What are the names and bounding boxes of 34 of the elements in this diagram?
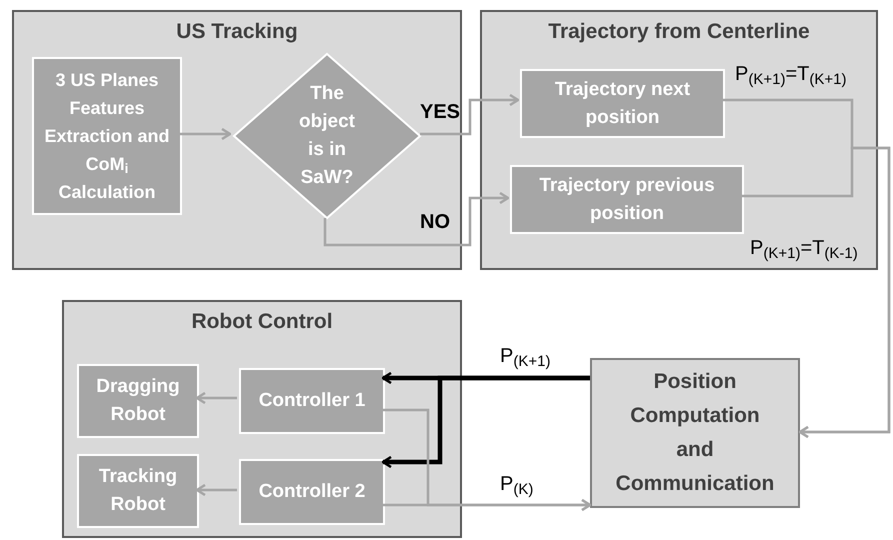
process-box <box>77 364 199 438</box>
group-title: Robot Control <box>190 309 334 335</box>
process-text: Tracking Robot <box>98 465 178 517</box>
arrow <box>180 128 232 140</box>
arrow <box>742 146 890 438</box>
group-panel <box>480 10 878 270</box>
process-text: Dragging Robot <box>95 375 181 427</box>
arrow <box>324 192 510 246</box>
decision-diamond <box>232 52 422 220</box>
process-text: 3 US Planes Features Extraction and CoM$_{i}$ Calculation <box>43 69 171 204</box>
process-text: Position Computation and Communication <box>614 369 776 497</box>
arrow <box>196 392 237 404</box>
edge-label: YES <box>420 102 460 122</box>
arrow <box>382 376 590 468</box>
process-box <box>77 454 199 528</box>
process-box <box>239 368 385 434</box>
arrow <box>196 484 237 496</box>
process-text: Controller 1 <box>258 389 366 413</box>
process-box <box>510 165 744 234</box>
process-text: Trajectory next position <box>554 78 692 130</box>
arrow <box>383 498 592 512</box>
process-box <box>239 459 385 525</box>
process-box <box>32 57 182 215</box>
group-panel <box>12 10 462 270</box>
group-title: US Tracking <box>175 19 299 45</box>
process-text: Controller 2 <box>258 480 366 504</box>
edge-label: NO <box>420 212 450 232</box>
process-text: Trajectory previous position <box>538 174 716 226</box>
group-title: Trajectory from Centerline <box>547 19 811 45</box>
decision-text: The object is in SaW? <box>298 82 356 190</box>
arrow <box>420 94 520 136</box>
process-box <box>590 358 800 508</box>
group-panel <box>62 300 462 538</box>
process-box <box>520 69 725 138</box>
